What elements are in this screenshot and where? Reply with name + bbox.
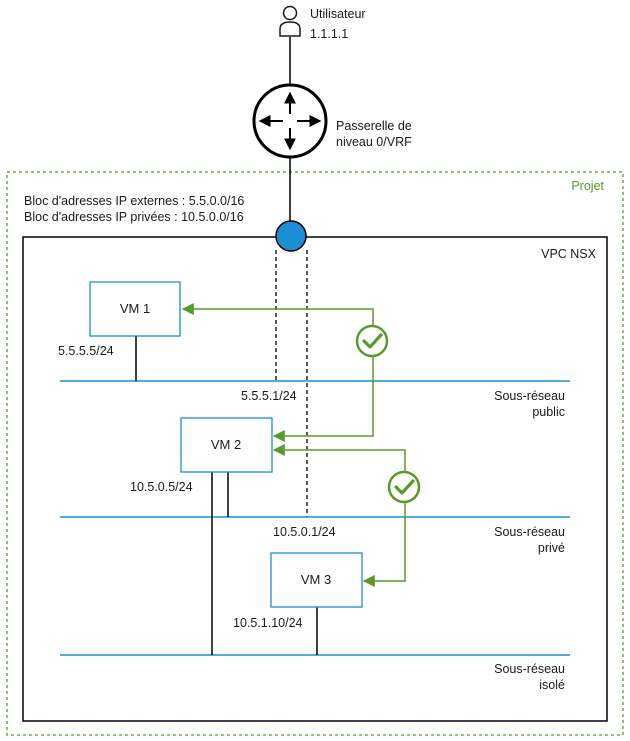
vm3[interactable]: VM 3: [270, 552, 363, 608]
project-label: Projet: [571, 179, 604, 193]
flow-vm2-vm1: [181, 303, 374, 442]
private-subnet-name-2: privé: [538, 541, 565, 555]
public-subnet-name-1: Sous-réseau: [494, 389, 565, 403]
private-subnet-name-1: Sous-réseau: [494, 525, 565, 539]
flow-vm3-vm2: [272, 444, 406, 587]
vm2-label: VM 2: [211, 437, 241, 452]
vm3-ip: 10.5.1.10/24: [233, 616, 303, 630]
external-ip-block: Bloc d'adresses IP externes : 5.5.0.0/16: [24, 194, 244, 208]
public-subnet-name-2: public: [532, 405, 565, 419]
vm3-label: VM 3: [301, 572, 331, 587]
isolated-subnet-name-2: isolé: [539, 678, 565, 692]
vm1[interactable]: VM 1: [89, 281, 181, 337]
vm1-ip: 5.5.5.5/24: [58, 344, 114, 358]
user-ip: 1.1.1.1: [310, 27, 348, 41]
private-gateway-ip: 10.5.0.1/24: [273, 525, 336, 539]
user-icon: [279, 5, 301, 37]
project-boundary: [6, 171, 624, 736]
vpc-gateway-node[interactable]: [275, 220, 307, 252]
isolated-subnet-name-1: Sous-réseau: [494, 662, 565, 676]
vpc-label: VPC NSX: [541, 247, 597, 261]
router-icon: [252, 83, 328, 159]
gateway-label-line1: Passerelle de: [336, 119, 412, 133]
vm2[interactable]: VM 2: [180, 417, 273, 473]
check-circle-icon: [387, 470, 421, 504]
check-circle-icon: [355, 324, 389, 358]
vm2-ip: 10.5.0.5/24: [130, 480, 193, 494]
gateway-label-line2: niveau 0/VRF: [336, 135, 412, 149]
vpc-boundary: [22, 236, 608, 722]
private-ip-block: Bloc d'adresses IP privées : 10.5.0.0/16: [24, 210, 244, 224]
user-title: Utilisateur: [310, 7, 366, 21]
vm1-label: VM 1: [120, 301, 150, 316]
public-gateway-ip: 5.5.5.1/24: [241, 389, 297, 403]
